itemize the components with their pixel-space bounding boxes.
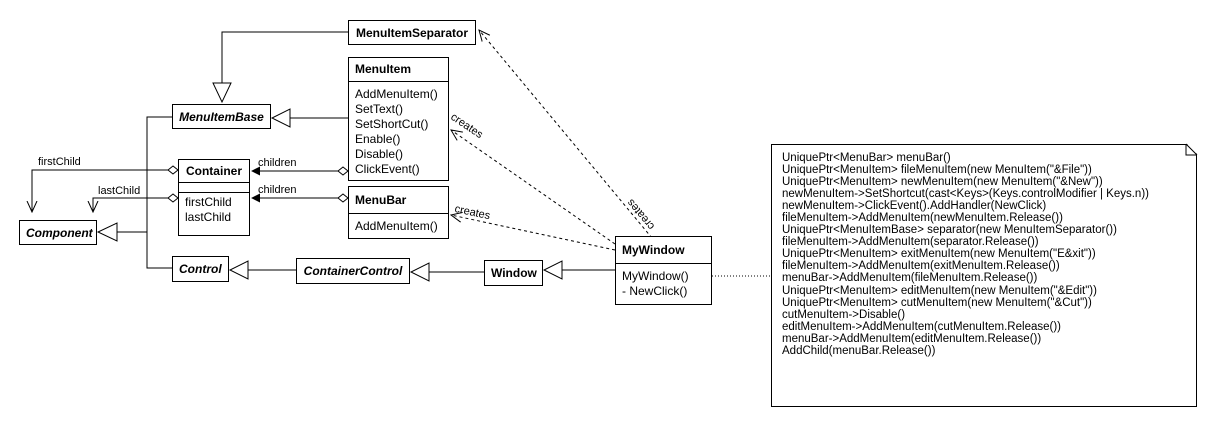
aggregation-diamond-firstchild — [167, 165, 179, 175]
class-menu-item-separator: MenuItemSeparator — [348, 20, 476, 45]
note-line: UniquePtr<MenuItem> editMenuItem(new Men… — [782, 284, 1097, 297]
method-list: AddMenuItem() — [349, 213, 448, 237]
inherit-triangle-component — [96, 222, 118, 242]
member-list — [179, 182, 249, 192]
edge-separator-menuitembase — [221, 31, 348, 83]
note-line: fileMenuItem->AddMenuItem(separator.Rele… — [782, 236, 1039, 249]
note-line: UniquePtr<MenuItem> cutMenuItem(new Menu… — [782, 296, 1092, 309]
class-name: MenuItem — [355, 62, 412, 76]
class-control: Control — [172, 256, 229, 282]
class-name: MenuBar — [355, 193, 407, 207]
dependency-creates-menubar — [451, 215, 616, 251]
class-name: Component — [26, 226, 93, 240]
member: firstChild — [185, 195, 232, 209]
member-list: firstChild lastChild — [179, 192, 249, 228]
aggregation-diamond-menuitem — [337, 166, 349, 176]
inherit-triangle-menuitembase-right — [270, 108, 291, 128]
class-name: Container — [185, 164, 242, 178]
class-menu-item: MenuItem AddMenuItem() SetText() SetShor… — [348, 57, 449, 181]
note-line: newMenuItem->SetShortcut(cast<Keys>(Keys… — [782, 188, 1149, 201]
class-container-control: ContainerControl — [296, 258, 410, 284]
note-line: UniquePtr<MenuItem> fileMenuItem(new Men… — [782, 164, 1092, 177]
note-line: cutMenuItem->Disable() — [782, 308, 906, 321]
inherit-triangle-containercontrol — [409, 262, 430, 282]
label-first-child: firstChild — [38, 156, 81, 168]
inherit-triangle-control — [228, 260, 249, 280]
member: lastChild — [185, 210, 232, 224]
note-line: newMenuItem->ClickEvent().AddHandler(New… — [782, 200, 1047, 213]
class-name: Window — [491, 266, 537, 280]
label-children-menuitem: children — [258, 157, 297, 169]
aggregation-diamond-menubar — [337, 193, 349, 203]
note-line: UniquePtr<MenuItem> newMenuItem(new Menu… — [782, 176, 1103, 189]
inherit-triangle-menuitembase — [212, 82, 232, 104]
code-note: UniquePtr<MenuBar> menuBar() UniquePtr<M… — [771, 144, 1197, 407]
class-menu-bar: MenuBar AddMenuItem() — [348, 186, 449, 239]
edge-lastchild — [93, 197, 168, 212]
note-fold-corner — [1185, 143, 1198, 156]
note-line: AddChild(menuBar.Release()) — [782, 344, 936, 357]
note-line: fileMenuItem->AddMenuItem(exitMenuItem.R… — [782, 260, 1060, 273]
class-window: Window — [484, 260, 543, 286]
class-name: ContainerControl — [303, 264, 403, 278]
method-list: AddMenuItem() SetText() SetShortCut() En… — [349, 81, 448, 180]
method: Disable() — [355, 147, 404, 161]
note-line: fileMenuItem->AddMenuItem(newMenuItem.Re… — [782, 212, 1063, 225]
class-name: MyWindow — [622, 243, 685, 257]
label-children-menubar: children — [258, 184, 297, 196]
class-my-window: MyWindow MyWindow() - NewClick() — [615, 236, 712, 305]
label-last-child: lastChild — [98, 185, 141, 197]
aggregation-diamond-lastchild — [167, 193, 179, 203]
dependency-creates-menuitem — [451, 130, 616, 245]
method-list: MyWindow() - NewClick() — [616, 263, 711, 302]
method: AddMenuItem() — [355, 87, 438, 101]
edge-menuitembase-component — [146, 116, 172, 269]
note-line: UniquePtr<MenuBar> menuBar() — [782, 152, 951, 164]
class-menu-item-base: MenuItemBase — [172, 104, 271, 129]
edge-firstchild — [32, 169, 168, 212]
method: MyWindow() — [622, 269, 689, 283]
method: SetShortCut() — [355, 117, 429, 131]
class-name: MenuItemSeparator — [355, 26, 469, 40]
note-line: menuBar->AddMenuItem(editMenuItem.Releas… — [782, 332, 1042, 345]
note-line: editMenuItem->AddMenuItem(cutMenuItem.Re… — [782, 320, 1061, 333]
class-name: Control — [179, 262, 222, 276]
method: Enable() — [355, 132, 401, 146]
method: - NewClick() — [622, 284, 688, 298]
method: ClickEvent() — [355, 162, 420, 176]
class-component: Component — [19, 220, 97, 245]
note-line: UniquePtr<MenuItem> exitMenuItem(new Men… — [782, 248, 1096, 261]
note-line: UniquePtr<MenuItemBase> separator(new Me… — [782, 224, 1117, 237]
method: AddMenuItem() — [355, 219, 438, 233]
method: SetText() — [355, 102, 404, 116]
note-line: menuBar->AddMenuItem(fileMenuItem.Releas… — [782, 272, 1038, 285]
inherit-triangle-window — [542, 260, 563, 280]
class-container: Container firstChild lastChild — [178, 159, 250, 236]
class-name: MenuItemBase — [179, 110, 264, 124]
